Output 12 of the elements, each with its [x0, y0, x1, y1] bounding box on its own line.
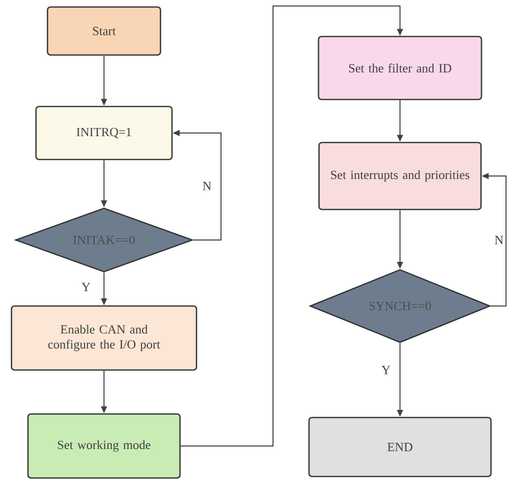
process-box: END: [308, 416, 492, 478]
arrow: [180, 6, 404, 446]
edge-label: N: [201, 180, 213, 192]
edge-label: Y: [80, 282, 92, 292]
process-box: Set interrupts and priorities: [318, 142, 482, 210]
process-box: Enable CAN and configure the I/O port: [10, 305, 198, 371]
process-box: Start: [46, 6, 162, 56]
edge-label: N: [494, 234, 505, 246]
process-box: Set the filter and ID: [318, 36, 482, 100]
process-box: INITRQ=1: [35, 106, 173, 160]
process-box: Set working mode: [27, 413, 181, 479]
edge-label: Y: [380, 364, 392, 376]
